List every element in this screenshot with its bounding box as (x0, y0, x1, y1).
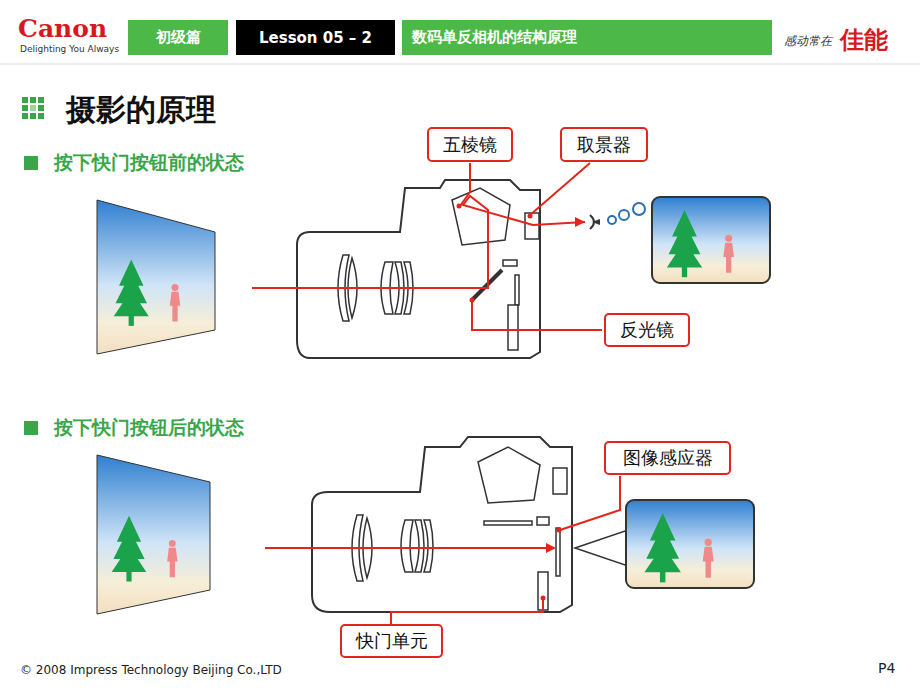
box-text: 取景器 (577, 133, 631, 157)
level-tab: 初级篇 (128, 20, 228, 55)
callout-box: 取景器 (560, 127, 648, 162)
copyright: © 2008 Impress Technology Beijing Co.,LT… (20, 663, 282, 677)
box-text: 反光镜 (620, 318, 674, 342)
section-heading: 按下快门按钮前的状态 (54, 150, 244, 176)
topic-tab: 数码单反相机的结构原理 (402, 20, 772, 55)
callout-box: 图像感应器 (604, 441, 731, 475)
brand-tagline: Delighting You Always (20, 44, 119, 54)
callout-box: 五棱镜 (427, 127, 513, 162)
slide-title: 摄影的原理 (66, 90, 216, 131)
brand-chinese: 佳能 (840, 24, 888, 56)
callout-box: 反光镜 (604, 313, 690, 347)
box-text: Lesson 05 – 2 (259, 29, 372, 47)
callout-box: 快门单元 (340, 624, 443, 658)
lesson-tab: Lesson 05 – 2 (236, 20, 395, 55)
brand-logo: Canon (18, 14, 107, 43)
slogan: 感动常在 (784, 33, 832, 50)
page-number: P4 (878, 660, 895, 676)
box-text: 数码单反相机的结构原理 (412, 28, 577, 47)
box-text: 五棱镜 (443, 133, 497, 157)
section-heading: 按下快门按钮后的状态 (54, 415, 244, 441)
box-text: 图像感应器 (623, 446, 713, 470)
box-text: 快门单元 (356, 629, 428, 653)
box-text: 初级篇 (156, 28, 201, 47)
